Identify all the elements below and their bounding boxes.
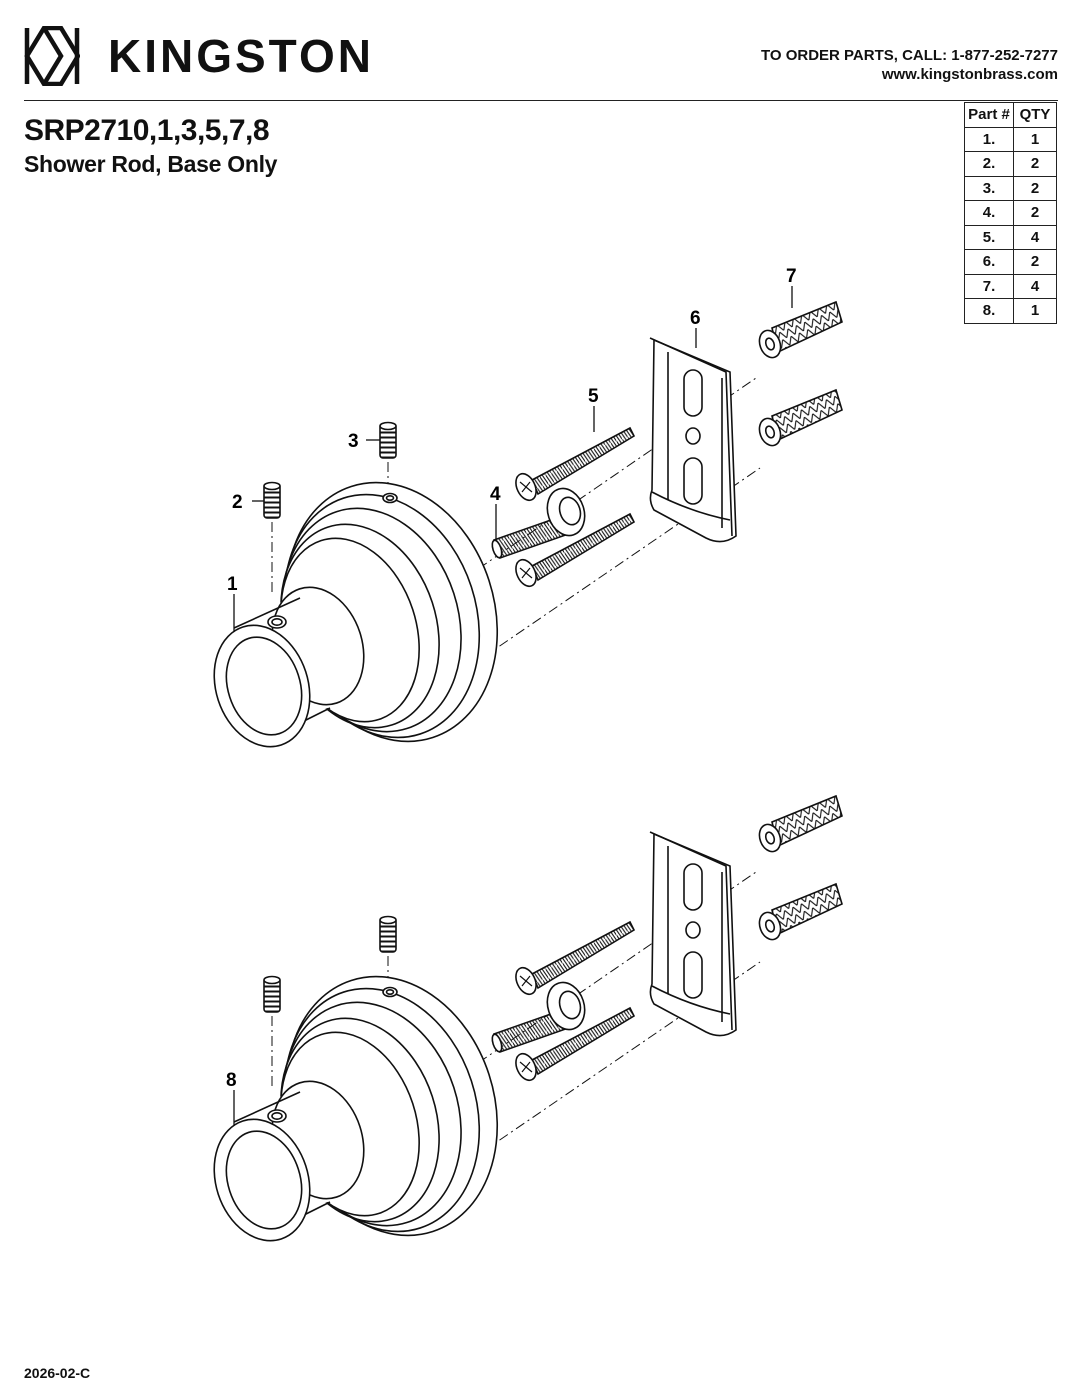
qty-cell: 4 (1013, 224, 1057, 250)
qty-cell: 1 (1013, 298, 1057, 324)
assembly-bottom (198, 795, 843, 1264)
model-number: SRP2710,1,3,5,7,8 (24, 114, 270, 147)
table-row: 2.2 (964, 151, 1057, 177)
table-row: 6.2 (964, 249, 1057, 275)
parts-table: Part # QTY 1.1 2.2 3.2 4.2 5.4 6.2 7.4 8… (964, 102, 1057, 324)
assembly-top (198, 301, 843, 770)
table-row: 3.2 (964, 175, 1057, 201)
website-link[interactable]: www.kingstonbrass.com (881, 66, 1058, 83)
order-info: TO ORDER PARTS, CALL: 1-877-252-7277 www… (761, 46, 1058, 84)
header-part: Part # (964, 102, 1014, 128)
callout-4: 4 (490, 484, 501, 505)
qty-cell: 1 (1013, 126, 1057, 152)
callout-3: 3 (348, 431, 359, 452)
qty-cell: 2 (1013, 175, 1057, 201)
qty-cell: 2 (1013, 200, 1057, 226)
callout-1: 1 (227, 574, 238, 595)
table-row: 7.4 (964, 273, 1057, 299)
qty-cell: 2 (1013, 151, 1057, 177)
kingston-logo-icon (24, 26, 80, 86)
callout-2: 2 (232, 492, 243, 513)
table-row: 1.1 (964, 126, 1057, 152)
brand-name: KINGSTON (108, 30, 374, 82)
header-divider (24, 100, 1058, 101)
callout-5: 5 (588, 386, 599, 407)
order-phone-line: TO ORDER PARTS, CALL: 1-877-252-7277 (760, 47, 1058, 64)
product-name: Shower Rod, Base Only (24, 151, 278, 177)
callout-8: 8 (226, 1070, 237, 1091)
callout-7: 7 (786, 266, 797, 287)
part-cell: 8. (964, 298, 1014, 324)
callout-6: 6 (690, 308, 701, 329)
table-row: 5.4 (964, 224, 1057, 250)
part-cell: 2. (964, 151, 1014, 177)
header-qty: QTY (1013, 102, 1057, 128)
leader-lines (233, 286, 793, 1126)
qty-cell: 4 (1013, 273, 1057, 299)
table-row: 4.2 (964, 200, 1057, 226)
parts-table-header: Part # QTY (964, 102, 1057, 128)
document-code: 2026-02-C (24, 1365, 91, 1381)
table-row: 8.1 (964, 298, 1057, 324)
